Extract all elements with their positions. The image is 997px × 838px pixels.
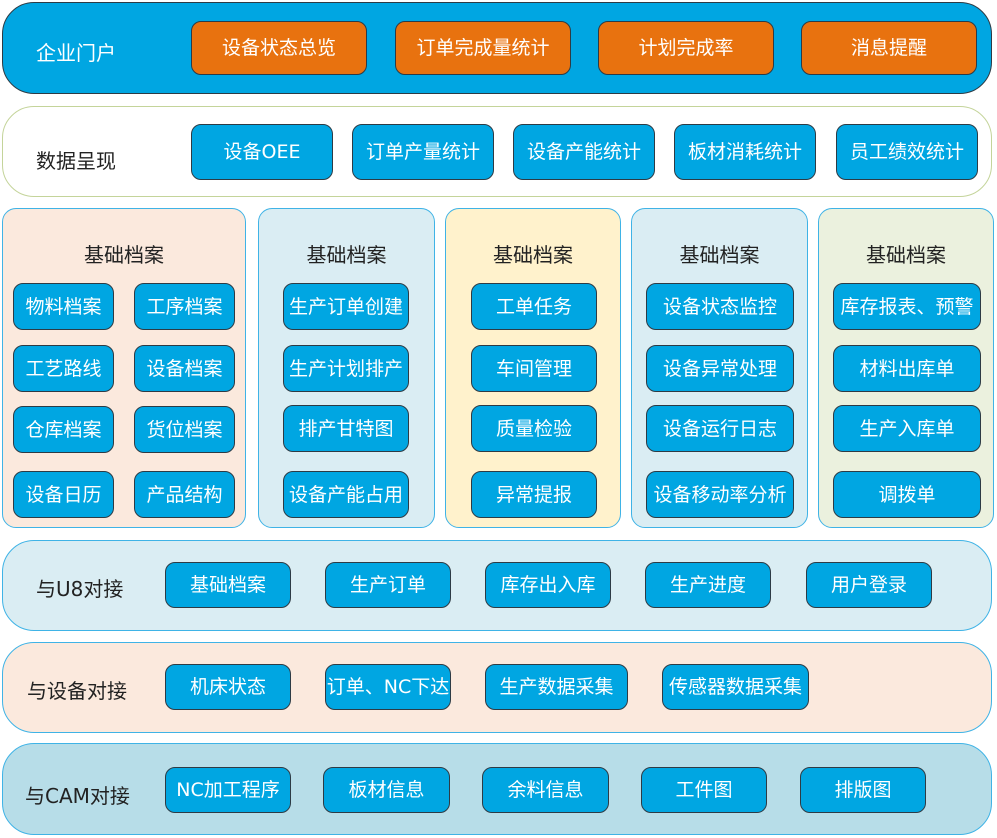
data-oee[interactable]: 设备OEE <box>191 124 333 180</box>
col1-item[interactable]: 工序档案 <box>134 283 235 330</box>
u8-item[interactable]: 基础档案 <box>165 562 291 608</box>
u8-item[interactable]: 用户登录 <box>806 562 932 608</box>
data-order-output[interactable]: 订单产量统计 <box>352 124 494 180</box>
col5-item[interactable]: 生产入库单 <box>833 405 981 452</box>
col1-item[interactable]: 设备档案 <box>134 345 235 392</box>
data-staff-perf[interactable]: 员工绩效统计 <box>836 124 978 180</box>
column-title: 基础档案 <box>866 243 946 267</box>
col1-item[interactable]: 工艺路线 <box>13 345 114 392</box>
cam-item[interactable]: 板材信息 <box>323 767 450 813</box>
device-item[interactable]: 订单、NC下达 <box>325 664 451 710</box>
column-title: 基础档案 <box>306 243 387 267</box>
u8-item[interactable]: 生产订单 <box>325 562 451 608</box>
col3-item[interactable]: 质量检验 <box>471 405 597 452</box>
device-item[interactable]: 传感器数据采集 <box>662 664 809 710</box>
cam-item[interactable]: 排版图 <box>800 767 926 813</box>
portal-messages[interactable]: 消息提醒 <box>801 21 977 75</box>
u8-item[interactable]: 生产进度 <box>645 562 771 608</box>
col3-item[interactable]: 异常提报 <box>471 471 597 518</box>
col3-item[interactable]: 车间管理 <box>471 345 597 392</box>
device-item[interactable]: 生产数据采集 <box>485 664 628 710</box>
u8-item[interactable]: 库存出入库 <box>485 562 611 608</box>
col1-item[interactable]: 物料档案 <box>13 283 114 330</box>
col1-item[interactable]: 产品结构 <box>134 471 235 518</box>
device-label: 与设备对接 <box>27 679 127 703</box>
portal-label: 企业门户 <box>36 41 116 65</box>
col4-item[interactable]: 设备移动率分析 <box>646 471 794 518</box>
portal-plan-rate[interactable]: 计划完成率 <box>598 21 774 75</box>
portal-order-stats[interactable]: 订单完成量统计 <box>395 21 571 75</box>
col1-item[interactable]: 仓库档案 <box>13 406 114 453</box>
col3-item[interactable]: 工单任务 <box>471 283 597 330</box>
col2-item[interactable]: 生产计划排产 <box>283 345 409 392</box>
portal-device-overview[interactable]: 设备状态总览 <box>191 21 367 75</box>
col2-item[interactable]: 排产甘特图 <box>283 405 409 452</box>
cam-item[interactable]: 余料信息 <box>482 767 609 813</box>
col1-item[interactable]: 设备日历 <box>13 471 114 518</box>
col1-item[interactable]: 货位档案 <box>134 406 235 453</box>
data-view-band: 数据呈现 <box>2 106 992 197</box>
data-sheet-usage[interactable]: 板材消耗统计 <box>674 124 816 180</box>
data-capacity[interactable]: 设备产能统计 <box>513 124 655 180</box>
cam-label: 与CAM对接 <box>25 784 130 808</box>
col2-item[interactable]: 设备产能占用 <box>283 471 409 518</box>
col4-item[interactable]: 设备异常处理 <box>646 345 794 392</box>
column-title: 基础档案 <box>84 243 164 267</box>
column-title: 基础档案 <box>493 243 573 267</box>
col4-item[interactable]: 设备运行日志 <box>646 405 794 452</box>
col5-item[interactable]: 调拨单 <box>833 471 981 518</box>
data-view-label: 数据呈现 <box>36 149 116 173</box>
cam-item[interactable]: NC加工程序 <box>165 767 291 813</box>
col5-item[interactable]: 库存报表、预警 <box>833 283 981 330</box>
u8-label: 与U8对接 <box>36 577 124 601</box>
col2-item[interactable]: 生产订单创建 <box>283 283 409 330</box>
cam-item[interactable]: 工件图 <box>641 767 767 813</box>
col4-item[interactable]: 设备状态监控 <box>646 283 794 330</box>
col5-item[interactable]: 材料出库单 <box>833 345 981 392</box>
device-item[interactable]: 机床状态 <box>165 664 291 710</box>
column-title: 基础档案 <box>679 243 760 267</box>
